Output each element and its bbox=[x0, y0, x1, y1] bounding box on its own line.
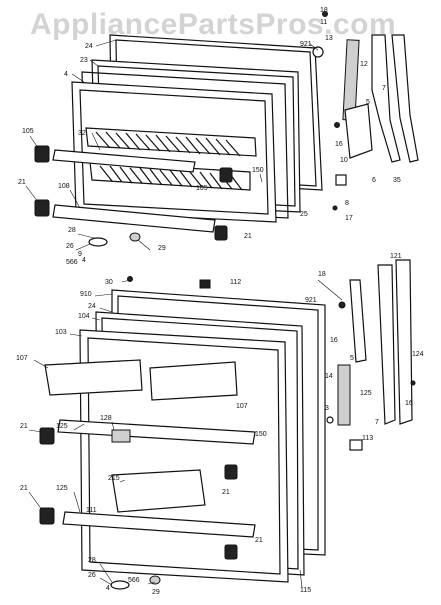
callout-7b: 7 bbox=[375, 419, 379, 426]
shelf-rail-108 bbox=[52, 204, 216, 233]
part-112 bbox=[199, 279, 211, 289]
callout-124: 124 bbox=[412, 351, 424, 358]
callout-29: 29 bbox=[158, 245, 166, 252]
callout-28b: 28 bbox=[88, 557, 96, 564]
cap-29 bbox=[129, 232, 141, 242]
callout-11: 11 bbox=[320, 19, 327, 26]
callout-566b: 566 bbox=[128, 577, 140, 584]
hinge-strip bbox=[349, 279, 367, 363]
callout-10: 10 bbox=[340, 157, 348, 164]
hinge-bracket-35 bbox=[391, 34, 419, 163]
callout-5: 5 bbox=[366, 99, 370, 106]
door-shelf-125 bbox=[57, 419, 256, 445]
callout-125: 125 bbox=[360, 390, 372, 397]
callout-14: 14 bbox=[325, 373, 333, 380]
callout-566: 566 bbox=[66, 259, 78, 266]
door-bin-107-right bbox=[149, 361, 238, 401]
callout-108: 108 bbox=[58, 183, 70, 190]
callout-16: 16 bbox=[335, 141, 343, 148]
callout-215: 215 bbox=[108, 475, 120, 482]
callout-7: 7 bbox=[382, 85, 386, 92]
shelf-rail-32 bbox=[52, 149, 196, 173]
callout-21b: 21 bbox=[244, 233, 252, 240]
callout-5b: 5 bbox=[350, 355, 354, 362]
callout-910: 910 bbox=[80, 291, 92, 298]
callout-9: 9 bbox=[78, 251, 82, 258]
callout-921b: 921 bbox=[305, 297, 317, 304]
callout-21e: 21 bbox=[20, 485, 28, 492]
callout-4c: 4 bbox=[106, 585, 110, 592]
callout-125b: 125 bbox=[56, 423, 68, 430]
bin-215 bbox=[111, 469, 206, 513]
callout-115: 115 bbox=[300, 587, 311, 594]
callout-4b: 4 bbox=[82, 257, 86, 264]
callout-28: 28 bbox=[68, 227, 76, 234]
bracket-21 bbox=[34, 199, 50, 217]
leader-lines bbox=[25, 39, 343, 589]
callout-21d: 21 bbox=[222, 489, 230, 496]
callout-29b: 29 bbox=[152, 589, 160, 596]
callout-4: 4 bbox=[64, 71, 68, 78]
freezer-door-assembly bbox=[34, 11, 419, 247]
callout-6: 6 bbox=[372, 177, 376, 184]
callout-18: 18 bbox=[320, 7, 328, 14]
callout-921: 921 bbox=[300, 41, 312, 48]
callout-21: 21 bbox=[18, 179, 26, 186]
callout-113: 113 bbox=[362, 435, 373, 442]
callout-12: 12 bbox=[360, 61, 368, 68]
callout-111: 111 bbox=[86, 507, 97, 514]
callout-125c: 125 bbox=[56, 485, 68, 492]
callout-32: 32 bbox=[78, 130, 86, 137]
callout-3: 3 bbox=[325, 405, 329, 412]
hinge-bracket-121 bbox=[395, 259, 413, 425]
callout-16c: 16 bbox=[405, 400, 413, 407]
callout-121: 121 bbox=[390, 253, 402, 260]
callout-26: 26 bbox=[66, 243, 74, 250]
callout-35: 35 bbox=[393, 177, 401, 184]
callout-105b: 105 bbox=[196, 185, 208, 192]
callout-23: 23 bbox=[80, 57, 88, 64]
callout-21c: 21 bbox=[20, 423, 28, 430]
callout-25: 25 bbox=[300, 211, 308, 218]
callout-labels: 18 11 24 23 4 921 13 12 5 7 16 105 32 15… bbox=[16, 7, 424, 596]
door-shelf-125-lower bbox=[62, 511, 256, 538]
callout-30: 30 bbox=[105, 279, 113, 286]
callout-105: 105 bbox=[22, 128, 34, 135]
callout-112: 112 bbox=[230, 279, 241, 286]
callout-104: 104 bbox=[78, 313, 90, 320]
hinge-5 bbox=[344, 103, 373, 159]
callout-128: 128 bbox=[100, 415, 112, 422]
part-128 bbox=[111, 429, 131, 443]
callout-26b: 26 bbox=[88, 572, 96, 579]
callout-150b: 150 bbox=[255, 431, 267, 438]
callout-24: 24 bbox=[85, 43, 93, 50]
callout-107: 107 bbox=[16, 355, 28, 362]
callout-103: 103 bbox=[55, 329, 67, 336]
grommet-26 bbox=[88, 237, 108, 247]
door-bin-107-left bbox=[44, 359, 143, 396]
callout-107b: 107 bbox=[236, 403, 248, 410]
callout-24b: 24 bbox=[88, 303, 96, 310]
callout-16b: 16 bbox=[330, 337, 338, 344]
callout-150: 150 bbox=[252, 167, 264, 174]
grommet-26-lower bbox=[110, 580, 130, 590]
callout-18b: 18 bbox=[318, 271, 326, 278]
hinge-bracket-6 bbox=[371, 34, 401, 163]
callout-17: 17 bbox=[345, 215, 353, 222]
fresh-food-door-assembly bbox=[39, 259, 416, 590]
callout-13: 13 bbox=[325, 35, 333, 42]
strip-14 bbox=[337, 364, 351, 426]
cap-29-lower bbox=[149, 575, 161, 585]
freezer-inner-liner bbox=[71, 81, 277, 223]
hinge-bracket-7 bbox=[377, 264, 396, 425]
bracket-105 bbox=[34, 145, 50, 163]
callout-21f: 21 bbox=[255, 537, 263, 544]
callout-8: 8 bbox=[345, 200, 349, 207]
